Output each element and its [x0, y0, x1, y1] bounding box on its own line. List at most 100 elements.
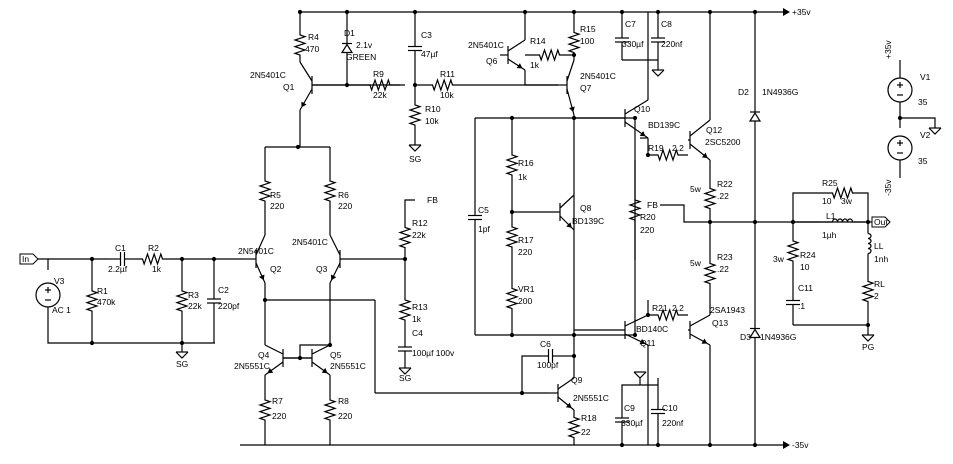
junction-dot [571, 9, 577, 15]
R9-ref: R9 [373, 69, 384, 79]
R16-val: 1k [518, 172, 528, 182]
C1-val: 2.2µf [108, 264, 128, 274]
C7-val: 330µf [622, 39, 644, 49]
junction-dot [865, 219, 871, 225]
D2-val: 1N4936G [762, 87, 798, 97]
R9-val: 22k [373, 90, 387, 100]
R17-ref: R17 [518, 235, 534, 245]
Q4-arrow [267, 367, 274, 374]
LL-val: 1nh [874, 254, 888, 264]
Q3-type: 2N5401C [292, 237, 328, 247]
junction-dot [645, 152, 651, 158]
R5-val: 220 [270, 201, 284, 211]
C3-ref: C3 [421, 30, 432, 40]
R20 [628, 160, 642, 260]
R15-body [567, 25, 581, 60]
V3 [35, 282, 61, 308]
R18 [567, 410, 581, 445]
R19 [648, 148, 688, 162]
R25-body [820, 186, 865, 200]
V2 [887, 135, 913, 161]
R2-ref: R2 [148, 243, 159, 253]
R7 [258, 375, 272, 445]
V3-circle [35, 282, 61, 308]
R21-body [648, 308, 688, 322]
D3-triangle [748, 328, 762, 339]
R7-val: 220 [272, 411, 286, 421]
junction-dot [297, 9, 303, 15]
R6 [323, 147, 337, 235]
Q5-type: 2N5551C [330, 361, 366, 371]
junction-dot [402, 256, 408, 262]
junction-dot [179, 256, 185, 262]
Q12-arrow [701, 152, 708, 159]
Q13-ref: Q13 [712, 318, 728, 328]
R9-body [360, 78, 400, 92]
Q5 [300, 344, 331, 376]
ground-sg-2 [408, 144, 422, 152]
sg-label-2: SG [409, 154, 421, 164]
Q10-ref: Q10 [634, 104, 650, 114]
C9-ref: C9 [624, 403, 635, 413]
C4 [398, 330, 412, 368]
Q13-arrow [701, 338, 708, 344]
R13-body [398, 290, 412, 330]
C5 [468, 195, 482, 240]
C1 [110, 252, 135, 266]
R22-val: .22 [717, 191, 729, 201]
RL-ref: RL [874, 279, 885, 289]
Q1-type: 2N5401C [250, 70, 286, 80]
junction-dot [571, 332, 577, 338]
V1-circle [887, 77, 913, 103]
ground-tri [861, 334, 875, 342]
VR1-val: 200 [518, 296, 532, 306]
junction-dot [262, 297, 268, 303]
output-port [871, 216, 891, 228]
R8-body [323, 375, 337, 445]
C4-val: 100µf 100v [412, 348, 455, 358]
Q3-arrow [330, 274, 337, 281]
R23-ref: R23 [717, 252, 733, 262]
junction-dot [297, 355, 303, 361]
R2-body [135, 252, 170, 266]
Q8 [558, 194, 575, 231]
LL-ref: LL [874, 241, 884, 251]
R12-ref: R12 [412, 218, 428, 228]
ground-tri [633, 371, 647, 379]
R22-pw: 5w [690, 184, 702, 194]
R15-val: 100 [580, 36, 594, 46]
V1-val: 35 [918, 97, 928, 107]
Q11-ref: Q11 [640, 338, 656, 348]
R22-ref: R22 [717, 179, 733, 189]
R14 [525, 48, 574, 62]
zobel-wire [792, 192, 820, 222]
v-ground-wire [900, 117, 936, 128]
C9-val: 330µf [621, 418, 643, 428]
Q12-type: 2SC5200 [705, 137, 741, 147]
R18-val: 22 [581, 427, 591, 437]
R4 [293, 30, 307, 60]
V1-top: +35v [883, 40, 893, 59]
Q7-type: 2N5401C [580, 71, 616, 81]
R4-val: 470 [305, 44, 319, 54]
junction-dot [509, 115, 515, 121]
C6-val: 100pf [537, 360, 559, 370]
R25 [820, 186, 865, 200]
C2-ref: C2 [218, 285, 229, 295]
junction-dot [752, 219, 758, 225]
R24-val: 10 [800, 262, 810, 272]
D3-val: 1N4936G [760, 332, 796, 342]
R1 [85, 259, 99, 343]
D2 [748, 12, 762, 222]
Q2 [244, 234, 266, 284]
fb-wire [404, 199, 415, 215]
R23-pw: 5w [690, 258, 702, 268]
R7-body [258, 375, 272, 445]
junction-dot [645, 312, 651, 318]
R24-pw: 3w [773, 254, 785, 264]
junction-dot [412, 82, 418, 88]
V2-ref: V2 [920, 130, 931, 140]
R10 [408, 85, 422, 145]
Q7-arrow [569, 106, 575, 113]
